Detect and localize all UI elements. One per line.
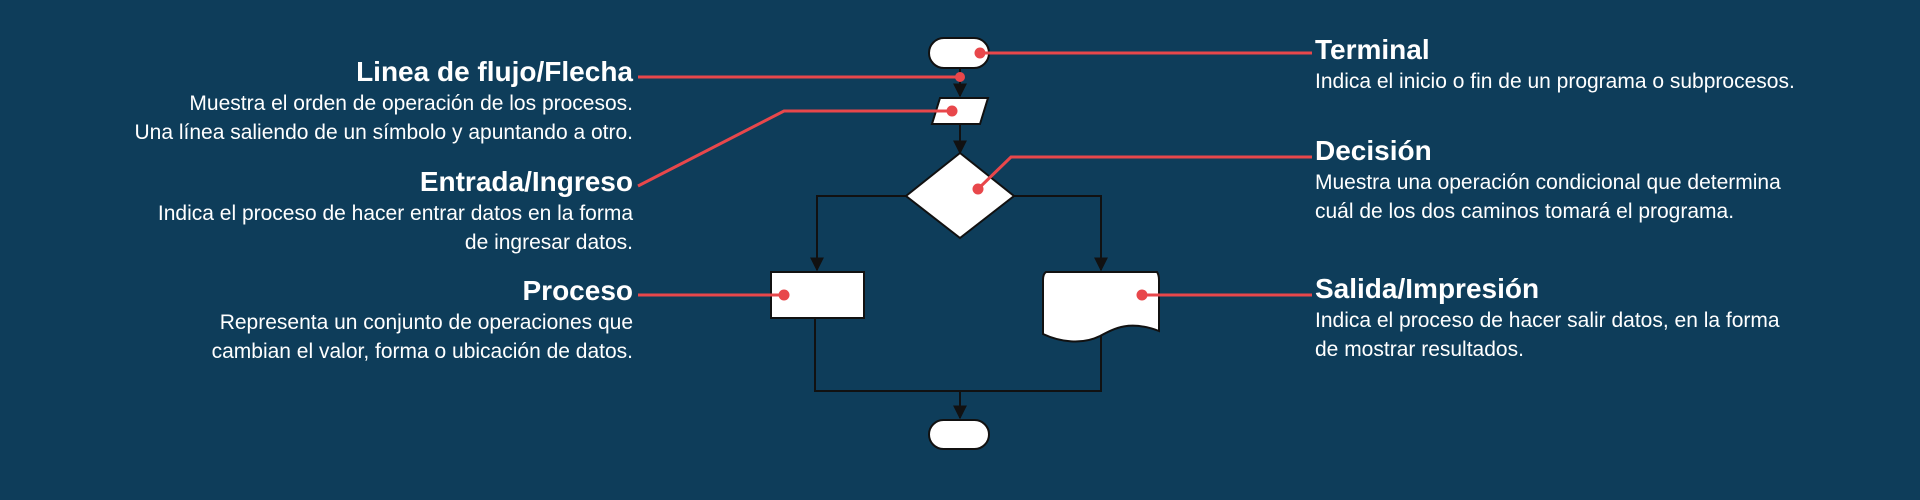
label-flow-line: Linea de flujo/Flecha Muestra el orden d… bbox=[134, 55, 633, 147]
callouts bbox=[637, 51, 1312, 297]
label-input-desc-2: de ingresar datos. bbox=[464, 230, 633, 254]
label-flow-line-desc-1: Muestra el orden de operación de los pro… bbox=[189, 91, 633, 115]
flowchart-shapes bbox=[770, 37, 1160, 450]
label-process-desc-1: Representa un conjunto de operaciones qu… bbox=[219, 310, 633, 334]
label-decision: Decisión Muestra una operación condicion… bbox=[1315, 134, 1781, 226]
callout-dot-flow bbox=[955, 72, 965, 82]
callout-dot-output bbox=[1136, 289, 1148, 301]
flow-line-process-to-merge bbox=[814, 318, 1102, 392]
label-flow-line-desc-2: Una línea saliendo de un símbolo y apunt… bbox=[134, 120, 633, 144]
label-terminal-title: Terminal bbox=[1315, 34, 1430, 65]
callout-dots bbox=[778, 47, 1148, 301]
callout-dot-terminal bbox=[974, 47, 986, 59]
flow-lines bbox=[810, 68, 1108, 420]
label-decision-desc-2: cuál de los dos caminos tomará el progra… bbox=[1315, 199, 1735, 223]
decision-diamond-shape bbox=[904, 151, 1016, 240]
callout-line-decision bbox=[976, 155, 1312, 191]
input-parallelogram-shape bbox=[930, 97, 990, 125]
label-output-desc-1: Indica el proceso de hacer salir datos, … bbox=[1315, 308, 1780, 332]
label-output-desc-2: de mostrar resultados. bbox=[1315, 337, 1524, 361]
label-output: Salida/Impresión Indica el proceso de ha… bbox=[1315, 272, 1780, 364]
output-document-shape bbox=[1042, 271, 1160, 343]
label-process-desc-2: cambian el valor, forma o ubicación de d… bbox=[211, 339, 633, 363]
label-input-desc-1: Indica el proceso de hacer entrar datos … bbox=[157, 201, 633, 225]
label-terminal-desc-1: Indica el inicio o fin de un programa o … bbox=[1315, 69, 1795, 93]
label-input: Entrada/Ingreso Indica el proceso de hac… bbox=[158, 165, 633, 257]
flow-line-decision-to-process bbox=[810, 195, 906, 272]
callout-dot-decision bbox=[972, 183, 984, 195]
label-input-title: Entrada/Ingreso bbox=[419, 166, 633, 197]
label-process: Proceso Representa un conjunto de operac… bbox=[212, 274, 633, 366]
callout-dot-process bbox=[778, 289, 790, 301]
label-decision-desc-1: Muestra una operación condicional que de… bbox=[1315, 170, 1781, 194]
label-output-title: Salida/Impresión bbox=[1315, 273, 1540, 304]
process-rect-shape bbox=[770, 271, 865, 319]
label-flow-line-title: Linea de flujo/Flecha bbox=[356, 56, 633, 87]
terminal-end-shape bbox=[928, 419, 990, 450]
callout-dot-input bbox=[946, 105, 958, 117]
label-terminal: Terminal Indica el inicio o fin de un pr… bbox=[1315, 33, 1795, 96]
label-process-title: Proceso bbox=[522, 275, 634, 306]
flow-line-decision-to-output bbox=[1014, 195, 1108, 272]
label-decision-title: Decisión bbox=[1315, 135, 1432, 166]
callout-line-input bbox=[637, 109, 952, 188]
